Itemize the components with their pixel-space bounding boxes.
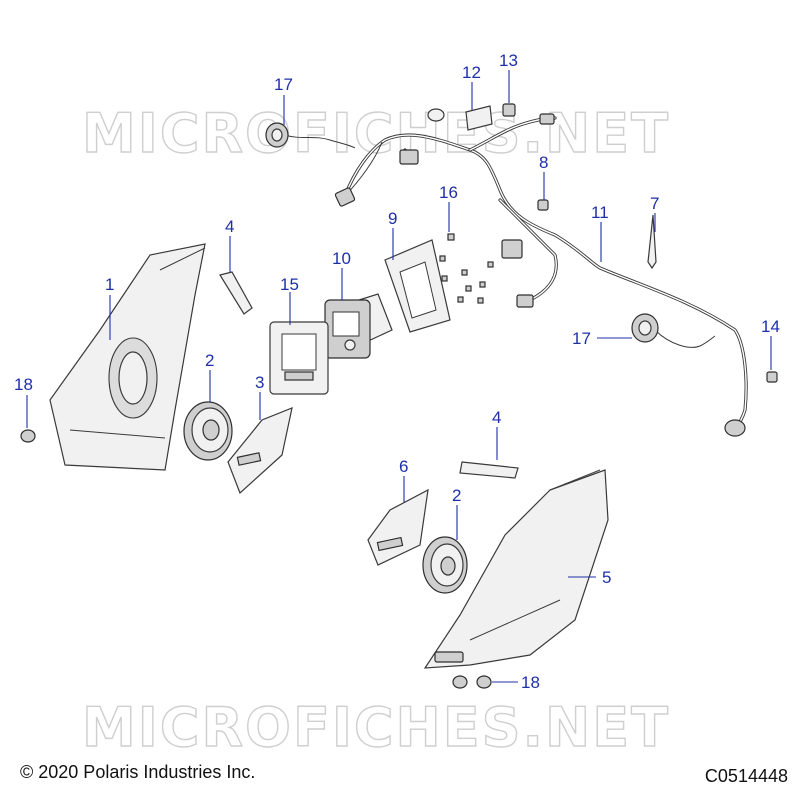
part-7-tie bbox=[647, 214, 657, 270]
speaker-tweeter-right bbox=[631, 313, 716, 348]
callout-9: 9 bbox=[388, 209, 397, 228]
callout-12: 12 bbox=[462, 63, 481, 82]
callout-6: 6 bbox=[399, 457, 408, 476]
callout-2-left: 2 bbox=[205, 351, 214, 370]
callout-7: 7 bbox=[650, 194, 659, 213]
part-18-plug-left bbox=[20, 429, 36, 443]
callout-5: 5 bbox=[602, 568, 611, 587]
part-2-speaker-right bbox=[422, 536, 468, 594]
watermark-bottom: MICROFICHES.NET bbox=[82, 696, 670, 759]
callout-2-right: 2 bbox=[452, 486, 461, 505]
callout-labels: 17 12 13 8 16 9 10 15 4 1 2 3 11 7 17 14… bbox=[14, 51, 780, 692]
part-8-clip bbox=[537, 199, 549, 211]
part-5-right-panel bbox=[423, 469, 609, 669]
part-1-left-panel bbox=[49, 243, 206, 471]
part-13-clip bbox=[502, 103, 516, 117]
callout-15: 15 bbox=[280, 275, 299, 294]
diagram-code: C0514448 bbox=[704, 766, 788, 786]
part-4-strap-left bbox=[219, 271, 253, 315]
callout-4-left: 4 bbox=[225, 217, 234, 236]
part-3-grille-left bbox=[227, 407, 293, 495]
copyright-text: © 2020 Polaris Industries Inc. bbox=[20, 762, 256, 782]
part-9-bracket bbox=[384, 239, 451, 333]
part-14-clip bbox=[766, 371, 778, 383]
callout-17-right: 17 bbox=[572, 329, 591, 348]
callout-16: 16 bbox=[439, 183, 458, 202]
callout-10: 10 bbox=[332, 249, 351, 268]
wire-harness bbox=[334, 113, 748, 437]
callout-14: 14 bbox=[761, 317, 780, 336]
part-10-radio bbox=[324, 293, 393, 359]
speaker-tweeter-top bbox=[265, 122, 356, 149]
callout-1: 1 bbox=[105, 275, 114, 294]
callout-3: 3 bbox=[255, 373, 264, 392]
callout-8: 8 bbox=[539, 153, 548, 172]
part-6-grille-right bbox=[367, 488, 429, 566]
callout-4-right: 4 bbox=[492, 408, 501, 427]
callout-13: 13 bbox=[499, 51, 518, 70]
callout-11: 11 bbox=[591, 203, 609, 222]
part-4-strap-right bbox=[459, 461, 519, 479]
part-2-speaker-left bbox=[183, 401, 233, 461]
callout-18-bottom: 18 bbox=[521, 673, 540, 692]
part-18-plugs-bottom bbox=[452, 675, 492, 689]
part-12-module bbox=[427, 105, 493, 131]
part-15-bezel bbox=[269, 321, 329, 395]
callout-17-top: 17 bbox=[274, 75, 293, 94]
callout-18-left: 18 bbox=[14, 375, 33, 394]
leader-lines bbox=[26, 70, 772, 683]
watermark-top: MICROFICHES.NET bbox=[82, 102, 670, 165]
part-16-screws bbox=[439, 233, 494, 304]
